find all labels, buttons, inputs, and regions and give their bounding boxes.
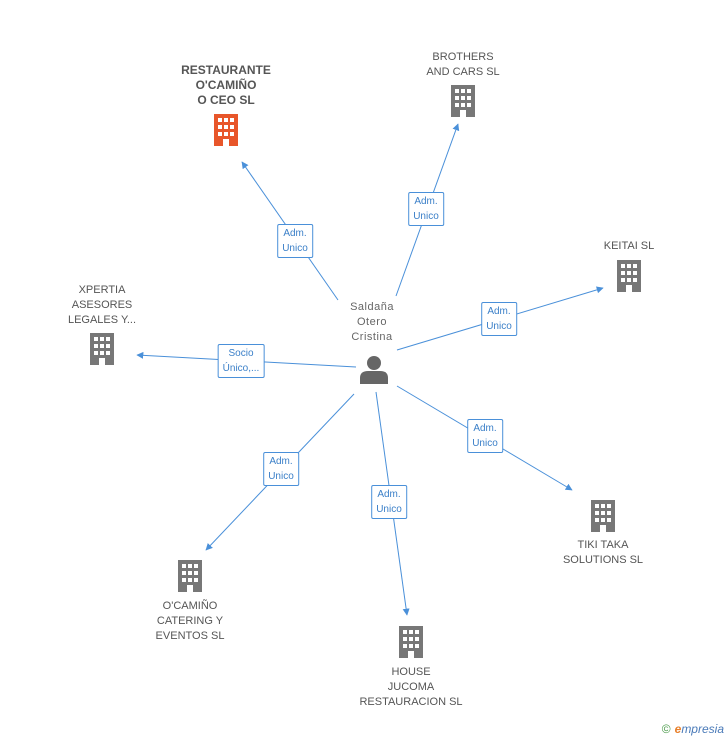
relation-label-line: Unico: [413, 211, 439, 222]
company-label-line: O'CAMIÑO: [162, 600, 218, 612]
relation-label-line: Unico: [282, 243, 308, 254]
copyright-symbol: ©: [661, 722, 671, 736]
building-icon-xpertia[interactable]: [90, 333, 114, 365]
relation-label-line: Unico: [486, 321, 512, 332]
relation-label-brothers[interactable]: Adm. Unico: [408, 192, 444, 226]
relation-label-line: Adm.: [473, 423, 497, 434]
company-label-line: RESTAURANTE: [181, 63, 271, 77]
company-label-line: EVENTOS SL: [155, 630, 225, 642]
relation-label-ocamino[interactable]: Adm. Unico: [263, 452, 299, 486]
relation-label-line: Único,...: [222, 363, 260, 374]
company-label-house[interactable]: HOUSE JUCOMA RESTAURACION SL: [359, 665, 462, 710]
company-label-line: O'CAMIÑO: [195, 78, 257, 92]
company-label-line: RESTAURACION SL: [359, 696, 463, 708]
company-label-line: JUCOMA: [387, 681, 435, 693]
building-icon-brothers[interactable]: [451, 85, 475, 117]
building-icon-restaurante[interactable]: [214, 114, 238, 146]
person-name-line: Otero: [356, 316, 387, 328]
relation-label-tikitaka[interactable]: Adm. Unico: [467, 419, 503, 453]
relation-label-keitai[interactable]: Adm. Unico: [481, 302, 517, 336]
brand-logo: ©empresia: [662, 722, 724, 736]
relation-label-line: Unico: [472, 438, 498, 449]
relation-label-line: Adm.: [377, 489, 401, 500]
relation-label-line: Unico: [376, 504, 402, 515]
company-label-ocamino[interactable]: O'CAMIÑO CATERING Y EVENTOS SL: [156, 599, 225, 644]
relation-label-line: Unico: [268, 471, 294, 482]
company-label-line: HOUSE: [391, 666, 431, 678]
relation-label-line: Adm.: [283, 228, 307, 239]
person-icon: [360, 356, 388, 384]
company-label-line: BROTHERS: [432, 51, 494, 63]
company-label-line: O CEO SL: [197, 93, 255, 107]
company-label-brothers[interactable]: BROTHERS AND CARS SL: [426, 50, 499, 80]
building-icon-house[interactable]: [399, 626, 423, 658]
building-icon-tikitaka[interactable]: [591, 500, 615, 532]
company-label-line: KEITAI SL: [603, 240, 655, 252]
person-name-line: Saldaña: [350, 301, 394, 313]
company-label-keitai[interactable]: KEITAI SL: [604, 239, 655, 254]
company-label-line: XPERTIA: [78, 284, 126, 296]
relation-label-line: Socio: [228, 348, 254, 359]
relation-label-line: Adm.: [414, 196, 438, 207]
building-icon-ocamino[interactable]: [178, 560, 202, 592]
person-name-line: Cristina: [351, 331, 393, 343]
company-label-line: CATERING Y: [156, 615, 224, 627]
relation-label-line: Adm.: [269, 456, 293, 467]
company-label-line: ASESORES: [71, 299, 133, 311]
company-label-tikitaka[interactable]: TIKI TAKA SOLUTIONS SL: [563, 538, 643, 568]
company-label-line: LEGALES Y...: [67, 314, 137, 326]
brand-logo-e: e: [674, 722, 682, 736]
relation-label-line: Adm.: [487, 306, 511, 317]
relation-label-house[interactable]: Adm. Unico: [371, 485, 407, 519]
company-label-xpertia[interactable]: XPERTIA ASESORES LEGALES Y...: [68, 283, 136, 328]
brand-logo-text: mpresia: [681, 722, 724, 736]
building-icon-keitai[interactable]: [617, 260, 641, 292]
company-label-line: AND CARS SL: [426, 66, 500, 78]
company-label-line: SOLUTIONS SL: [562, 554, 644, 566]
company-label-line: TIKI TAKA: [577, 539, 629, 551]
relation-label-restaurante[interactable]: Adm. Unico: [277, 224, 313, 258]
